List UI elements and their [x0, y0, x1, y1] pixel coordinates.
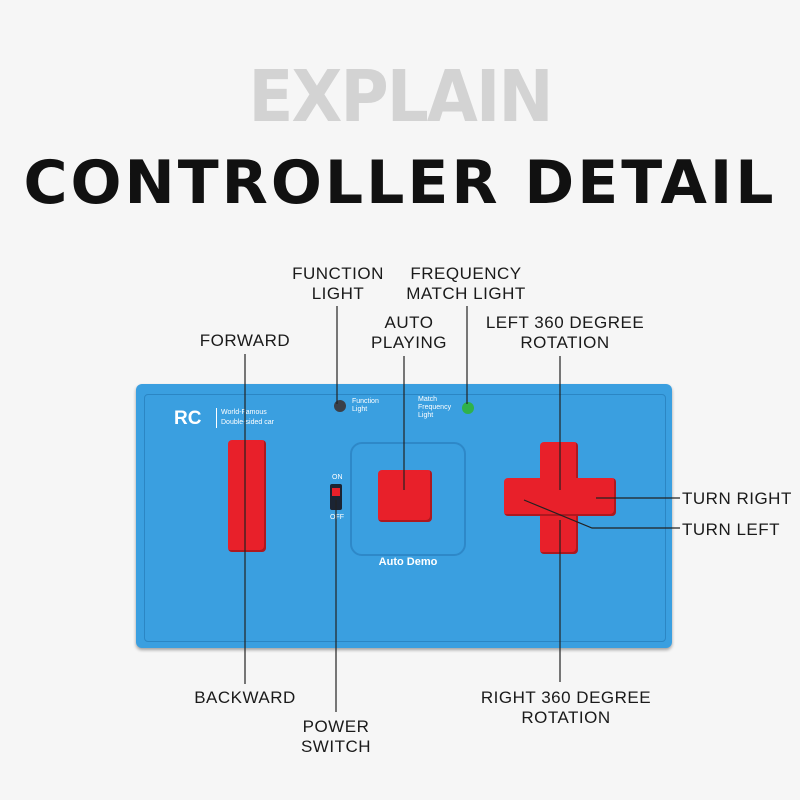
- label-auto-playing: AUTO PLAYING: [354, 313, 464, 353]
- remote-inner-border: [144, 394, 666, 642]
- label-forward: FORWARD: [199, 331, 291, 350]
- label-turn-right: TURN RIGHT: [682, 489, 792, 508]
- function-light-print: Function Light: [352, 398, 379, 414]
- label-frequency-match: FREQUENCY MATCH LIGHT: [386, 264, 546, 304]
- label-left-360-1: LEFT 360 DEGREE: [485, 313, 645, 332]
- label-function-light-2: LIGHT: [311, 284, 365, 303]
- match-light-print-1: Match: [418, 396, 438, 403]
- rc-logo: RC: [174, 408, 202, 429]
- label-power-switch-2: SWITCH: [300, 737, 372, 756]
- label-auto-playing-1: AUTO: [384, 313, 434, 332]
- label-turn-left: TURN LEFT: [682, 520, 780, 539]
- label-auto-playing-2: PLAYING: [371, 333, 447, 352]
- label-function-light: FUNCTION LIGHT: [266, 264, 410, 304]
- auto-demo-frame: [350, 442, 466, 556]
- heading-explain: EXPLAIN: [248, 54, 553, 139]
- function-light-print-1: Function: [352, 398, 379, 405]
- rc-tagline-line-2: Double-sided car: [221, 419, 274, 426]
- forward-backward-button[interactable]: [228, 440, 266, 552]
- label-right-360-1: RIGHT 360 DEGREE: [480, 688, 652, 707]
- rc-tagline-line-1: World-Famous: [221, 409, 267, 416]
- auto-demo-button[interactable]: [378, 470, 432, 522]
- label-frequency-match-2: MATCH LIGHT: [406, 284, 526, 303]
- remote-controller: RC World-Famous Double-sided car Functio…: [136, 384, 672, 648]
- label-right-360-2: ROTATION: [521, 708, 611, 727]
- auto-demo-caption: Auto Demo: [378, 556, 438, 568]
- label-right-360: RIGHT 360 DEGREE ROTATION: [466, 688, 666, 728]
- label-frequency-match-1: FREQUENCY: [410, 264, 522, 283]
- switch-off-label: OFF: [330, 514, 344, 521]
- label-left-360-2: ROTATION: [520, 333, 610, 352]
- match-light-print-3: Light: [418, 412, 434, 419]
- match-light-led: [462, 402, 474, 414]
- power-switch-knob: [332, 488, 340, 496]
- label-power-switch: POWER SWITCH: [276, 717, 396, 757]
- function-light-print-2: Light: [352, 406, 368, 413]
- match-light-print-2: Frequency: [418, 404, 452, 411]
- switch-on-label: ON: [332, 474, 343, 481]
- label-left-360: LEFT 360 DEGREE ROTATION: [470, 313, 660, 353]
- label-backward: BACKWARD: [194, 688, 296, 707]
- rc-tagline: World-Famous Double-sided car: [216, 408, 274, 428]
- line-turn-left: [523, 499, 680, 529]
- page-title: CONTROLLER DETAIL: [23, 148, 777, 218]
- match-light-print: Match Frequency Light: [418, 396, 451, 420]
- label-power-switch-1: POWER: [302, 717, 370, 736]
- label-function-light-1: FUNCTION: [292, 264, 384, 283]
